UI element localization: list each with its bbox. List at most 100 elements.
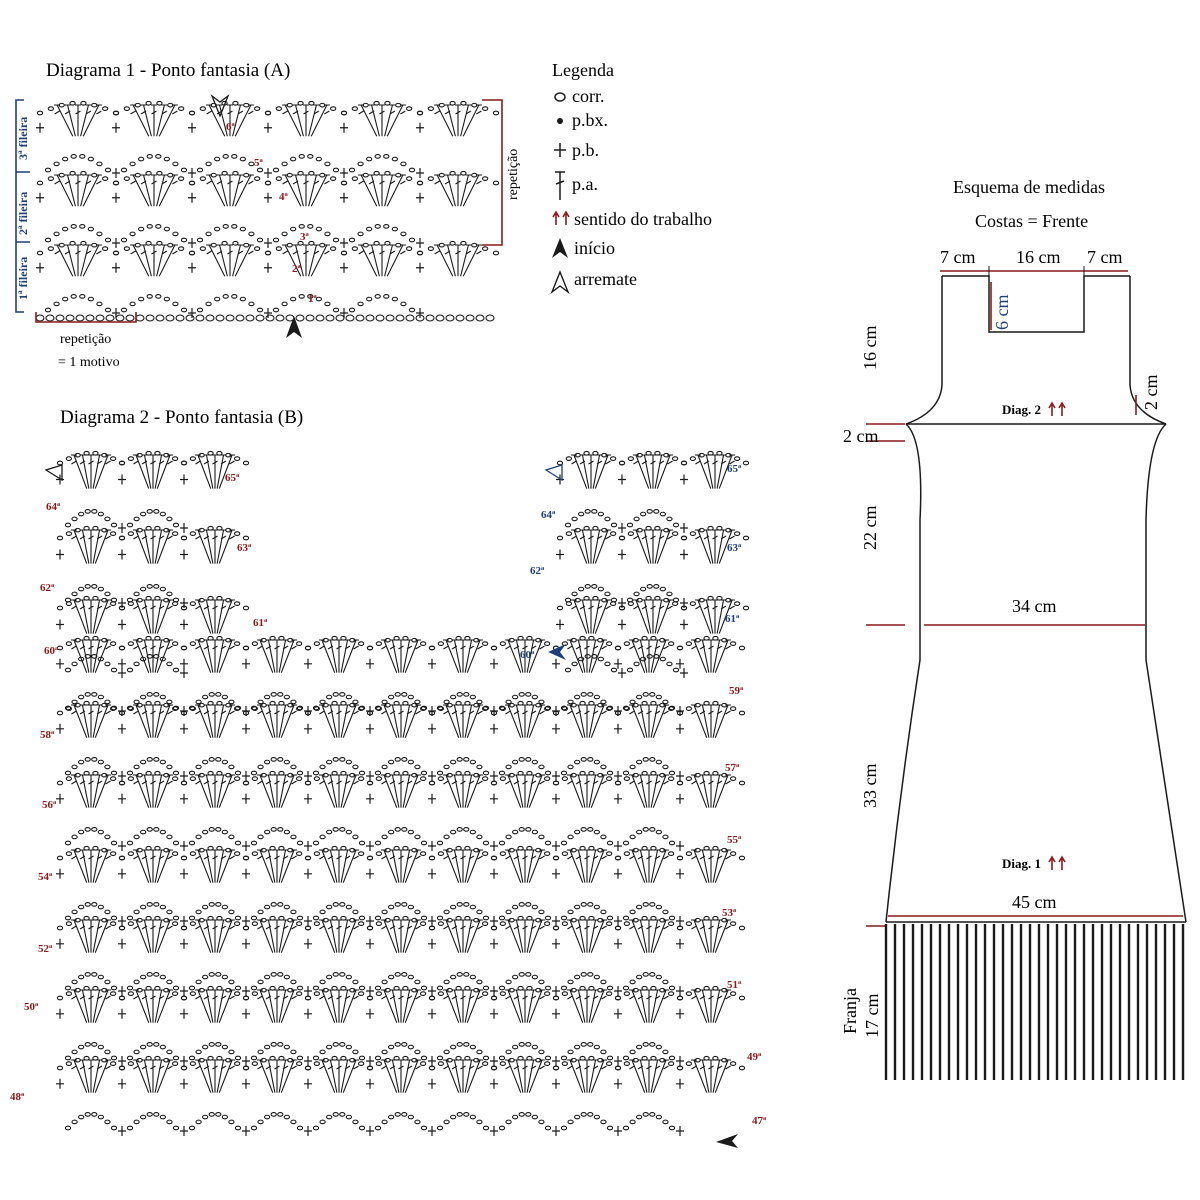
double-crochet-stitch: [522, 704, 528, 738]
chain-stitch: [366, 855, 374, 861]
chain-stitch: [588, 635, 595, 641]
double-crochet-stitch: [628, 639, 646, 673]
chain-stitch: [56, 710, 64, 716]
chain-stitch: [133, 764, 140, 770]
chain-stitch: [91, 509, 98, 514]
chain-stitch: [96, 161, 103, 167]
chain-stitch: [315, 226, 323, 232]
d1-row-2: 2ª: [292, 263, 302, 275]
double-crochet-stitch: [594, 529, 612, 564]
chain-stitch: [639, 656, 647, 662]
chain-stitch: [351, 176, 359, 182]
double-crochet-stitch: [64, 244, 76, 277]
single-crochet-stitch: [304, 658, 312, 669]
chain-stitch: [667, 1061, 675, 1067]
chain-stitch: [281, 161, 288, 167]
chain-stitch: [561, 921, 569, 927]
double-crochet-stitch: [206, 244, 226, 277]
chain-stitch: [74, 637, 81, 643]
single-crochet-stitch: [490, 986, 498, 996]
single-crochet-stitch: [118, 668, 126, 678]
double-crochet-stitch: [628, 704, 646, 738]
chain-stitch: [573, 904, 581, 910]
chain-stitch: [438, 102, 445, 108]
chain-stitch: [614, 710, 622, 716]
chain-stitch: [104, 979, 111, 985]
chain-stitch: [137, 296, 145, 302]
single-crochet-stitch: [56, 1008, 64, 1019]
chain-stitch: [146, 154, 153, 159]
chain-stitch: [580, 972, 587, 977]
double-crochet-stitch: [156, 1059, 174, 1093]
chain-stitch: [393, 700, 400, 706]
foundation-chain: [185, 314, 195, 322]
chain-stitch: [601, 597, 608, 603]
chain-stitch: [456, 827, 463, 832]
chain-stitch: [401, 757, 408, 762]
chain-stitch: [195, 909, 202, 915]
chain-stitch: [272, 237, 280, 243]
chain-stitch: [405, 106, 413, 112]
foundation-chain: [215, 314, 225, 322]
chain-stitch: [437, 921, 445, 927]
garment-outline: [885, 275, 1187, 923]
chain-stitch: [471, 242, 478, 248]
chain-stitch: [374, 840, 382, 846]
chain-stitch: [231, 154, 238, 159]
chain-stitch: [97, 904, 105, 910]
chain-stitch: [312, 1125, 320, 1131]
chain-stitch: [366, 995, 374, 1001]
chain-stitch: [464, 770, 471, 776]
chain-stitch: [172, 840, 180, 846]
chain-stitch: [251, 706, 259, 712]
chain-stitch: [481, 176, 489, 182]
chain-stitch: [667, 851, 675, 857]
chain-stitch: [256, 237, 264, 243]
chain-stitch: [44, 237, 52, 243]
chain-stitch: [278, 985, 285, 991]
chain-stitch: [411, 847, 418, 853]
double-crochet-stitch: [318, 919, 336, 953]
chain-stitch: [210, 242, 217, 248]
chain-stitch: [560, 1055, 568, 1061]
chain-stitch: [597, 637, 604, 643]
chain-stitch: [464, 1055, 471, 1061]
chain-stitch: [446, 772, 453, 778]
chain-stitch: [139, 1044, 147, 1050]
chain-stitch: [659, 702, 666, 708]
double-crochet-stitch: [652, 1059, 670, 1093]
chain-stitch: [319, 242, 326, 248]
chain-stitch: [84, 509, 91, 514]
single-crochet-stitch: [242, 1056, 250, 1066]
double-crochet-stitch: [234, 174, 254, 207]
chain-stitch: [91, 654, 98, 659]
chain-stitch: [577, 586, 585, 592]
chain-stitch: [517, 845, 524, 851]
chain-stitch: [498, 770, 506, 776]
single-crochet-stitch: [614, 723, 622, 734]
chain-stitch: [313, 921, 321, 927]
chain-stitch: [188, 840, 196, 846]
double-crochet-stitch: [156, 704, 174, 738]
chain-stitch: [535, 917, 542, 923]
chain-stitch: [438, 172, 445, 178]
chain-stitch: [482, 1055, 490, 1061]
chain-stitch: [592, 595, 599, 601]
chain-stitch: [642, 757, 649, 762]
chain-stitch: [155, 224, 162, 229]
chain-stitch: [729, 641, 737, 647]
chain-stitch: [289, 296, 297, 302]
double-crochet-stitch: [156, 454, 174, 489]
chain-stitch: [573, 1114, 581, 1120]
chain-stitch: [606, 1125, 614, 1131]
single-crochet-stitch: [490, 1126, 498, 1136]
chain-stitch: [134, 102, 141, 108]
chain-stitch: [567, 979, 574, 985]
single-crochet-stitch: [118, 793, 126, 804]
double-crochet-stitch: [64, 104, 76, 137]
double-crochet-stitch: [384, 244, 396, 277]
chain-stitch: [446, 702, 453, 708]
chain-stitch: [436, 705, 444, 711]
single-crochet-stitch: [188, 262, 196, 273]
chain-stitch: [443, 979, 450, 985]
